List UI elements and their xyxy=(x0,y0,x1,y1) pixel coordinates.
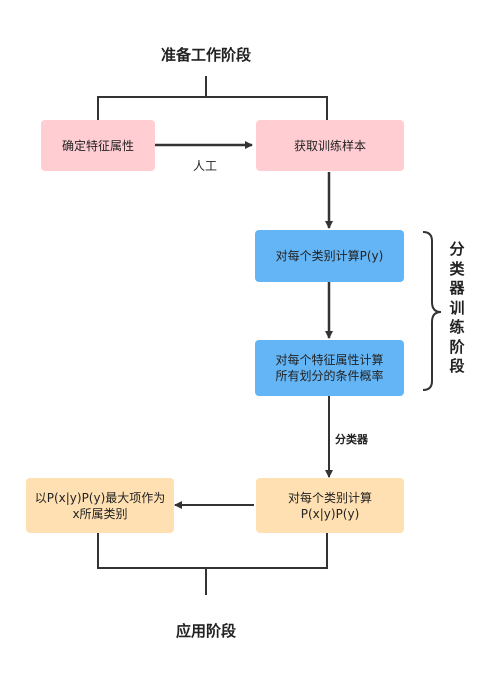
box-determine-attributes[interactable]: 确定特征属性 xyxy=(41,120,155,171)
edge-label-manual: 人工 xyxy=(193,159,218,173)
box-max-item[interactable]: 以P(x|y)P(y)最大项作为x所属类别 xyxy=(26,478,174,533)
stage-title-train: 分类器训练阶段 xyxy=(449,240,465,375)
box-calc-pxy[interactable]: 对每个类别计算P(x|y)P(y) xyxy=(256,478,404,533)
box-calc-conditional[interactable]: 对每个特征属性计算所有划分的条件概率 xyxy=(255,340,404,396)
edge-label-classifier: 分类器 xyxy=(335,433,368,446)
stage-title-prep: 准备工作阶段 xyxy=(160,46,251,64)
app-bracket xyxy=(97,533,328,595)
stage-title-app: 应用阶段 xyxy=(175,622,236,640)
box-calc-py[interactable]: 对每个类别计算P(y) xyxy=(255,230,404,282)
box-get-training-samples[interactable]: 获取训练样本 xyxy=(256,120,404,171)
train-brace xyxy=(422,231,442,391)
prep-bracket xyxy=(97,76,328,120)
